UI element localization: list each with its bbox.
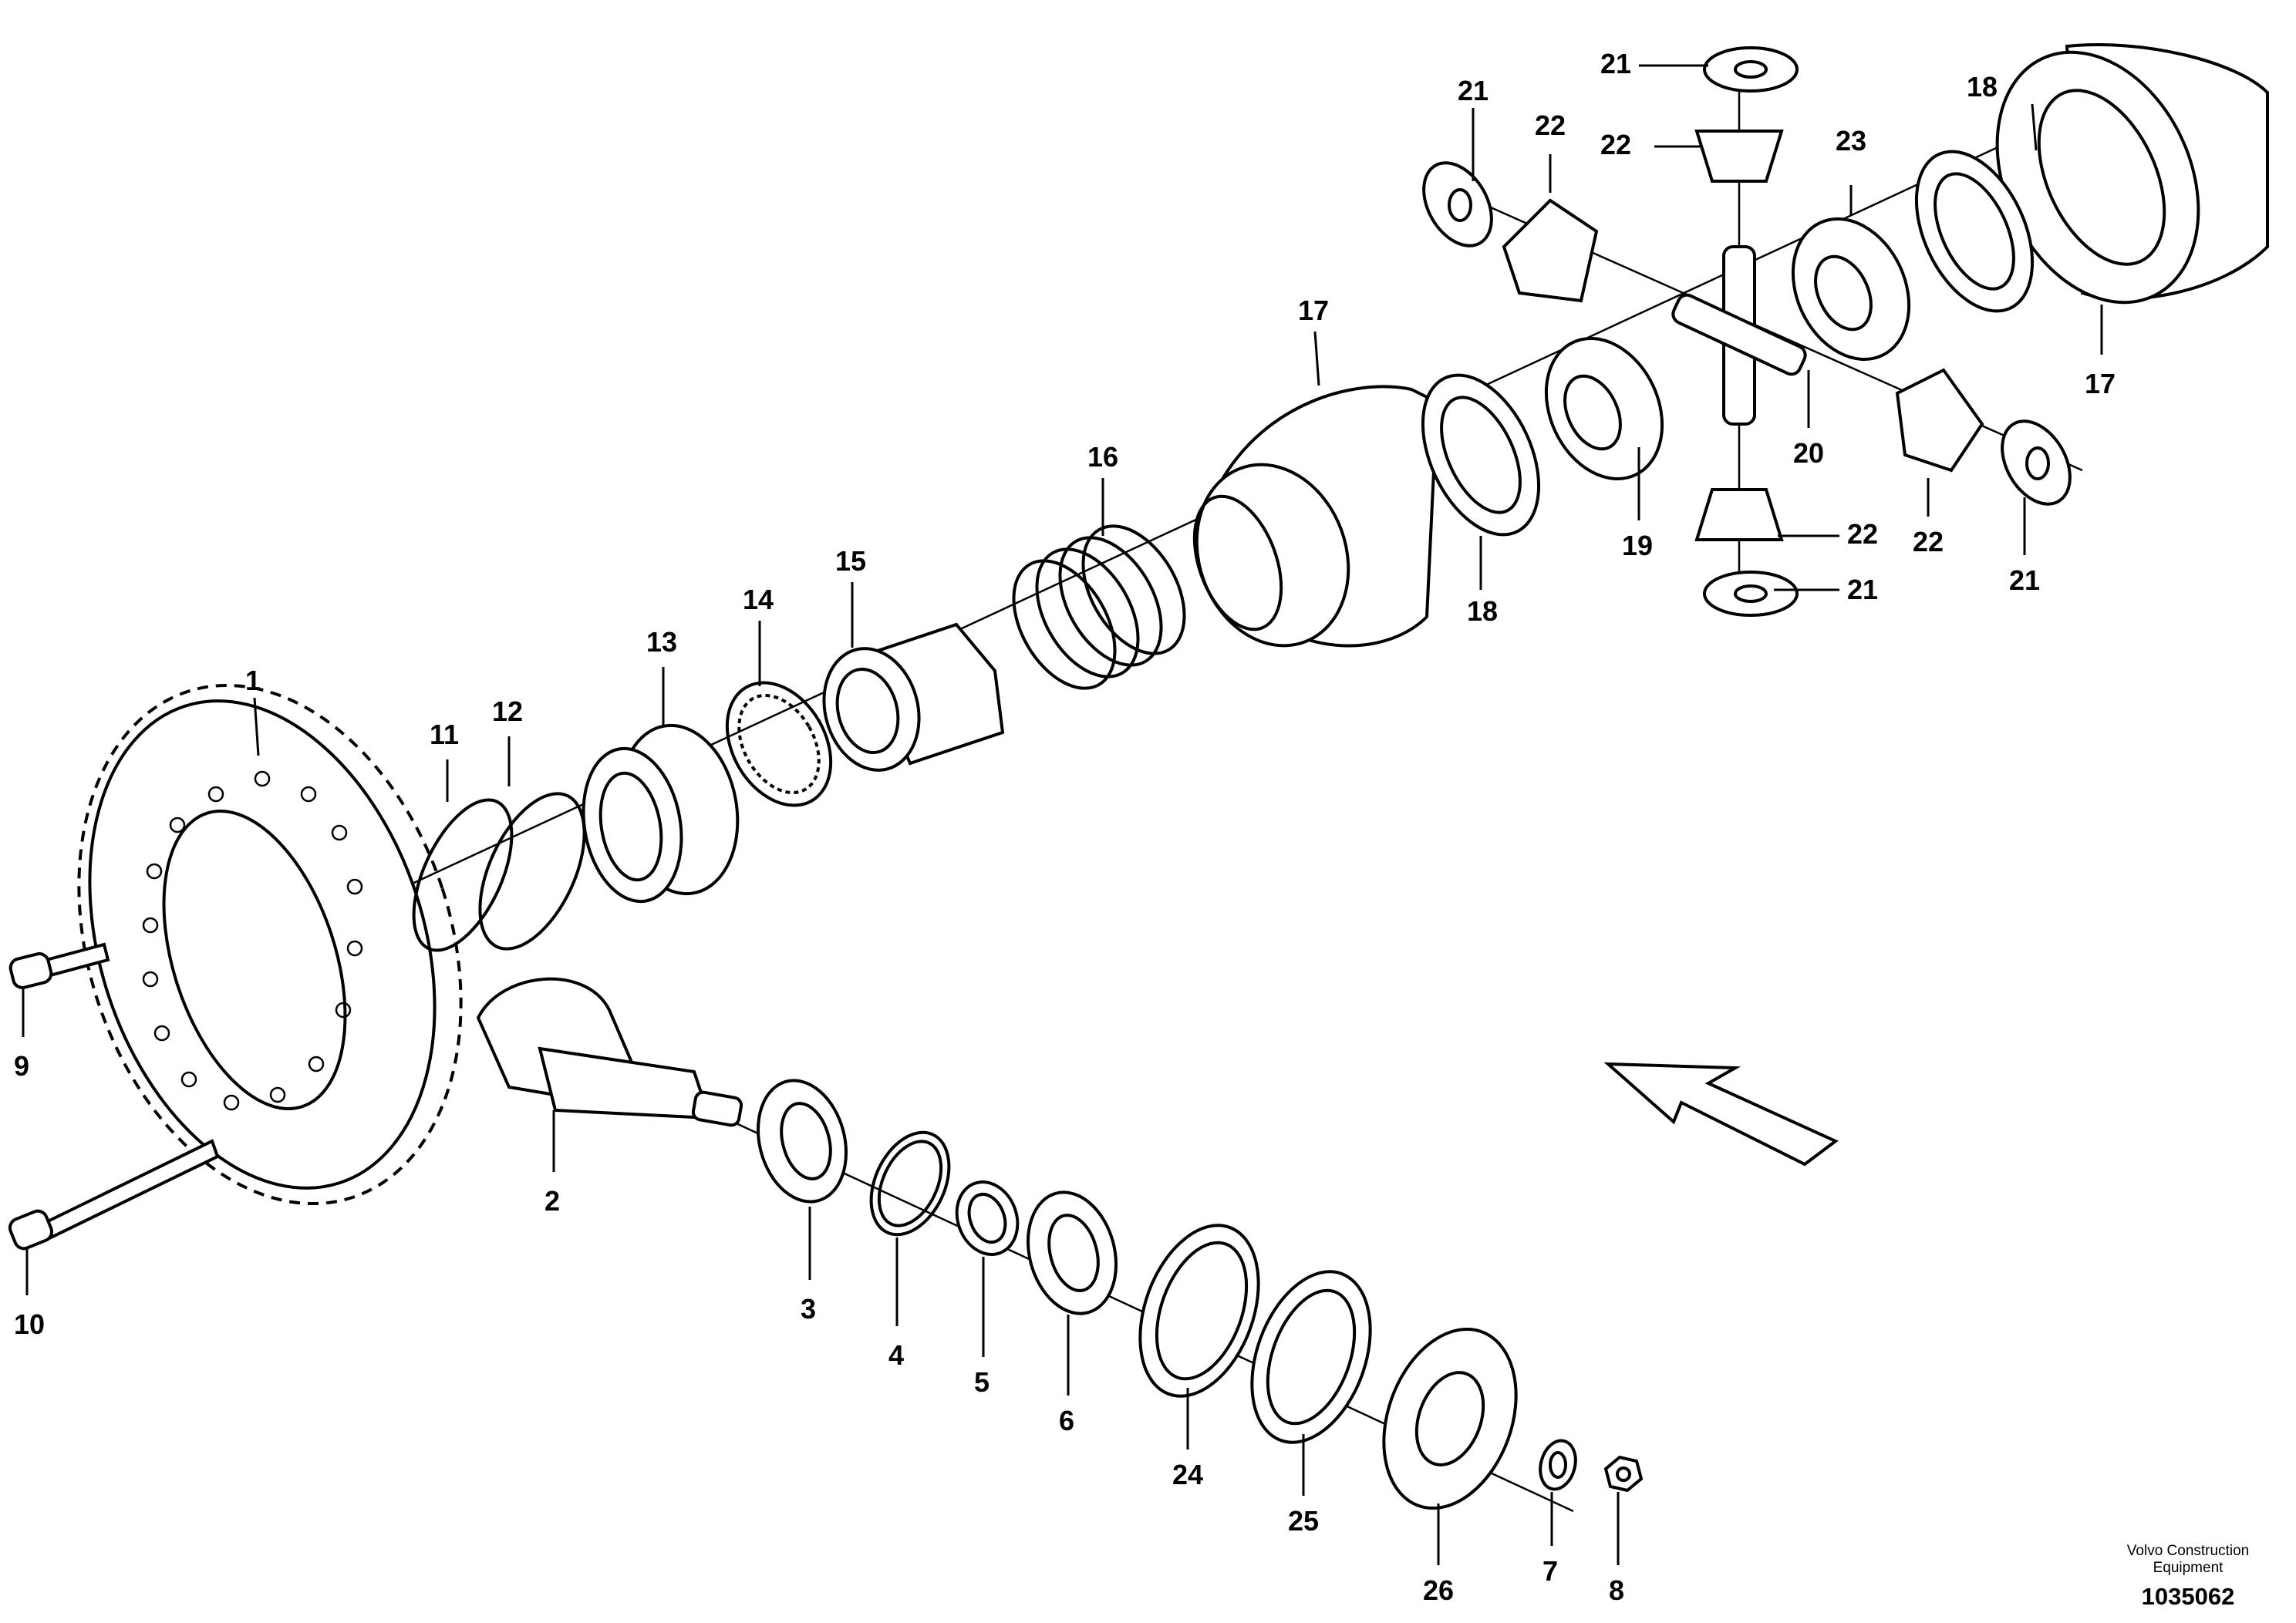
thrust-washer bbox=[725, 681, 833, 807]
label-17a: 17 bbox=[1298, 295, 1329, 326]
label-10: 10 bbox=[14, 1308, 45, 1340]
brand-line-2: Equipment bbox=[2153, 1560, 2224, 1576]
label-23: 23 bbox=[1836, 125, 1866, 157]
label-8: 8 bbox=[1609, 1574, 1624, 1606]
leader-lines bbox=[22, 64, 2103, 1565]
shim-right bbox=[1914, 150, 2035, 313]
label-21c: 21 bbox=[1847, 574, 1878, 605]
part-labels: 1 2 3 4 5 6 7 8 9 10 11 12 13 14 15 16 1… bbox=[14, 48, 2116, 1606]
label-20: 20 bbox=[1793, 437, 1824, 469]
label-21b: 21 bbox=[1600, 48, 1631, 79]
label-2: 2 bbox=[544, 1185, 560, 1217]
differential-case-left bbox=[1192, 385, 1437, 648]
label-22d: 22 bbox=[1913, 526, 1944, 557]
label-5: 5 bbox=[974, 1366, 990, 1398]
label-18b: 18 bbox=[1967, 71, 1998, 103]
splined-hub bbox=[822, 622, 1005, 772]
o-ring-11 bbox=[412, 798, 514, 952]
label-19: 19 bbox=[1622, 530, 1653, 561]
pinion-gear-left bbox=[1502, 198, 1599, 303]
label-11: 11 bbox=[430, 719, 459, 750]
drive-pinion bbox=[476, 977, 743, 1127]
bearing-3 bbox=[756, 1079, 848, 1204]
side-gear-right bbox=[1791, 217, 1911, 362]
drawing-footer: Volvo Construction Equipment 1035062 bbox=[2103, 1543, 2273, 1611]
label-25: 25 bbox=[1288, 1505, 1319, 1537]
spider-cross bbox=[1671, 245, 1807, 426]
pinion-gear-right bbox=[1895, 368, 1984, 473]
bearing-6 bbox=[1026, 1190, 1118, 1315]
pinion-gear-bottom bbox=[1694, 488, 1784, 541]
differential-case-right bbox=[1995, 43, 2269, 305]
shim-left bbox=[1421, 373, 1541, 537]
bearing-race-5 bbox=[955, 1180, 1020, 1256]
ring-gear bbox=[77, 683, 463, 1206]
o-ring-12 bbox=[478, 792, 586, 951]
label-12: 12 bbox=[492, 695, 523, 727]
bearing-cup bbox=[582, 723, 740, 904]
seal-25 bbox=[1250, 1270, 1372, 1444]
washer-bottom bbox=[1703, 571, 1799, 617]
pinion-gear-top bbox=[1694, 130, 1784, 183]
label-14: 14 bbox=[743, 584, 774, 615]
drawing-number: 1035062 bbox=[2141, 1583, 2235, 1610]
spacer-ring-4 bbox=[869, 1130, 951, 1237]
label-17b: 17 bbox=[2085, 368, 2116, 399]
label-22b: 22 bbox=[1600, 129, 1631, 160]
label-3: 3 bbox=[801, 1293, 816, 1325]
label-26: 26 bbox=[1423, 1574, 1454, 1606]
label-22c: 22 bbox=[1847, 518, 1878, 550]
label-6: 6 bbox=[1059, 1405, 1074, 1436]
companion-flange-26 bbox=[1382, 1327, 1518, 1510]
label-4: 4 bbox=[888, 1339, 904, 1371]
label-24: 24 bbox=[1172, 1459, 1203, 1490]
washer-left bbox=[1422, 161, 1493, 247]
seal-24 bbox=[1138, 1224, 1260, 1398]
label-7: 7 bbox=[1542, 1555, 1558, 1587]
side-gear-left bbox=[1544, 336, 1664, 481]
direction-arrow bbox=[1603, 1062, 1839, 1167]
bolt-short bbox=[8, 942, 110, 989]
bolt-long bbox=[8, 1139, 220, 1251]
label-9: 9 bbox=[14, 1050, 29, 1082]
label-21d: 21 bbox=[2009, 564, 2040, 596]
washer-7 bbox=[1539, 1439, 1577, 1491]
spring-pack bbox=[1012, 524, 1186, 690]
washer-top bbox=[1703, 46, 1799, 93]
label-22a: 22 bbox=[1535, 109, 1566, 141]
label-1: 1 bbox=[245, 665, 261, 696]
label-15: 15 bbox=[835, 545, 866, 577]
washer-right bbox=[2001, 419, 2072, 506]
label-16: 16 bbox=[1087, 441, 1118, 473]
label-18a: 18 bbox=[1467, 595, 1498, 627]
nut-8 bbox=[1603, 1455, 1644, 1493]
brand-line-1: Volvo Construction bbox=[2126, 1543, 2250, 1559]
label-21a: 21 bbox=[1458, 75, 1489, 106]
label-13: 13 bbox=[646, 626, 677, 658]
